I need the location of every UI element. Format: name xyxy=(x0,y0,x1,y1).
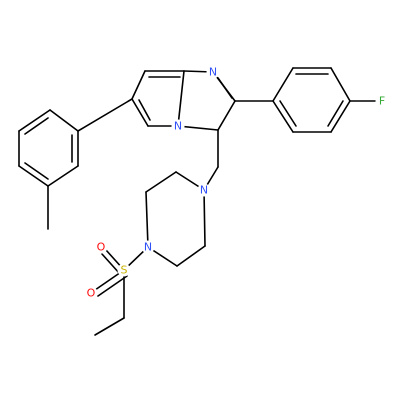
bond-tolyl-2-double xyxy=(24,117,49,135)
atom-n-piperazine-lower: N xyxy=(141,240,155,254)
atom-n-imidazole: N xyxy=(206,65,220,79)
bond-aryl-3 xyxy=(330,67,351,102)
bond-tolyl-4 xyxy=(18,165,49,187)
bond-aryl-4-double xyxy=(327,100,344,127)
atom-label: N xyxy=(174,120,182,133)
atom-label: N xyxy=(209,66,217,79)
bond-s-o-lower-b xyxy=(97,275,128,297)
bond-aryl-6 xyxy=(272,100,294,133)
bond-pip-6 xyxy=(203,189,206,247)
bond-tolyl-4-double xyxy=(24,162,49,180)
bond-c6-tolyl xyxy=(77,98,133,132)
atom-fluorine: F xyxy=(375,94,389,108)
bond-pip-3 xyxy=(145,191,149,248)
bond-tolyl-1 xyxy=(49,109,79,132)
bond-imid-c2-c3 xyxy=(217,100,236,131)
bond-pyr-c5-c6-double xyxy=(138,99,151,121)
bond-pip-2 xyxy=(145,171,177,193)
bond-aryl-4 xyxy=(330,100,351,133)
atom-label: N xyxy=(200,184,208,197)
bond-aryl-1 xyxy=(272,67,294,102)
atom-label-layer: N N F N N S O O xyxy=(84,65,389,300)
atom-label: N xyxy=(144,241,152,254)
atom-label: O xyxy=(97,241,106,254)
bond-pyr-c5-c6 xyxy=(131,98,149,127)
bond-aryl-6-double xyxy=(279,100,297,127)
bond-s-o-upper-b xyxy=(101,253,121,275)
atom-n-bridge: N xyxy=(171,119,185,133)
atom-n-piperazine-upper: N xyxy=(197,183,211,197)
bond-tolyl-2 xyxy=(18,109,51,132)
bond-pyr-c8a-n4 xyxy=(177,70,185,127)
bond-pyr-c6-c7 xyxy=(131,70,146,100)
bond-layer xyxy=(18,67,383,336)
bond-tolyl-5 xyxy=(47,165,79,187)
atom-oxygen-lower: O xyxy=(84,286,98,300)
atom-sulfur: S xyxy=(117,263,131,277)
bond-pip-5 xyxy=(176,245,206,267)
atom-label: F xyxy=(379,95,385,108)
bond-imid-n1-c2-double xyxy=(217,77,233,99)
bond-imid-c3-n4 xyxy=(177,125,219,131)
bond-ethyl xyxy=(94,317,125,336)
atom-oxygen-upper: O xyxy=(94,240,108,254)
atom-label: O xyxy=(87,287,96,300)
atom-label: S xyxy=(121,264,128,277)
